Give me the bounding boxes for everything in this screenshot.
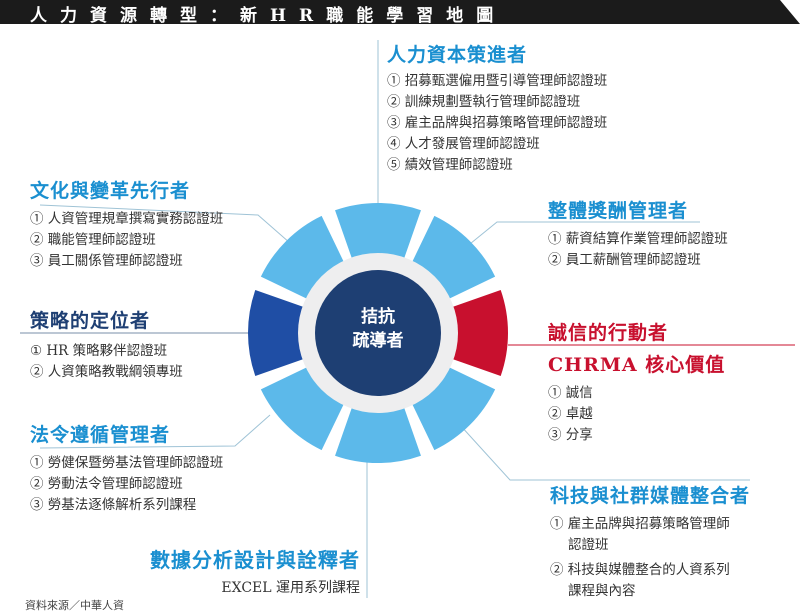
course-item: ④ 人才發展管理師認證班 (387, 136, 540, 152)
role-title: 法令遵循管理者 (30, 424, 171, 446)
role-subtitle: CHRMA 核心價值 (548, 354, 726, 376)
course-item: ① 薪資結算作業管理師認證班 (548, 231, 728, 247)
course-item: ⑤ 績效管理師認證班 (387, 157, 513, 173)
course-item: EXCEL 運用系列課程 (221, 580, 360, 596)
center-line1: 拮抗 (361, 307, 395, 327)
course-item: ① 招募甄選僱用暨引導管理師認證班 (387, 73, 608, 89)
course-item: ② 員工薪酬管理師認證班 (548, 252, 701, 268)
line-compliance (39, 414, 271, 449)
course-item: ② 職能管理師認證班 (30, 232, 156, 248)
course-item: ③ 雇主品牌與招募策略管理師認證班 (387, 115, 608, 131)
role-title: 數據分析設計與詮釋者 (150, 548, 360, 572)
value-item: ③ 分享 (548, 427, 593, 443)
role-title: 誠信的行動者 (548, 322, 669, 344)
course-item: ③ 員工關係管理師認證班 (30, 253, 183, 269)
ring-segment-rewards (411, 215, 496, 300)
role-title: 人力資本策進者 (387, 44, 528, 66)
role-integrity: 誠信的行動者 CHRMA 核心價值 ① 誠信 ② 卓越 ③ 分享 (548, 318, 725, 446)
line-tech (459, 424, 750, 481)
course-item: ② 訓練規劃暨執行管理師認證班 (387, 94, 581, 110)
line-culture (39, 204, 291, 244)
course-item: ② 科技與媒體整合的人資系列 (550, 562, 730, 578)
line-rewards (464, 221, 700, 249)
course-item: 認證班 (568, 537, 609, 553)
ring-segment-integrity (451, 290, 508, 376)
center-label: 拮抗 疏導者 (338, 305, 418, 353)
role-title: 策略的定位者 (30, 310, 151, 332)
course-item: ① HR 策略夥伴認證班 (30, 343, 168, 359)
role-title: 科技與社群媒體整合者 (550, 485, 751, 507)
value-item: ① 誠信 (548, 385, 593, 401)
role-data: 數據分析設計與詮釋者 EXCEL 運用系列課程 (150, 544, 360, 599)
role-culture: 文化與變革先行者 ① 人資管理規章撰寫實務認證班 ② 職能管理師認證班 ③ 員工… (30, 176, 223, 272)
value-item: ② 卓越 (548, 406, 593, 422)
ring-segment-tech (411, 366, 496, 451)
role-title: 整體獎酬管理者 (548, 200, 689, 222)
source-note: 資料來源／中華人資 (25, 599, 124, 612)
role-title: 文化與變革先行者 (30, 180, 191, 202)
title-banner (0, 0, 800, 24)
ring-segment-capital (335, 203, 421, 260)
course-item: ③ 勞基法逐條解析系列課程 (30, 497, 197, 513)
role-compliance: 法令遵循管理者 ① 勞健保暨勞基法管理師認證班 ② 勞動法令管理師認證班 ③ 勞… (30, 420, 223, 516)
role-strategy: 策略的定位者 ① HR 策略夥伴認證班 ② 人資策略教戰綱領專班 (30, 306, 183, 383)
ring-segment-strategy (248, 290, 305, 376)
ring-segment-compliance (260, 366, 345, 451)
role-capital: 人力資本策進者 ① 招募甄選僱用暨引導管理師認證班 ② 訓練規劃暨執行管理師認證… (387, 40, 607, 176)
center-line2: 疏導者 (352, 331, 404, 351)
course-item: ① 人資管理規章撰寫實務認證班 (30, 211, 224, 227)
course-item: 課程與內容 (568, 583, 636, 599)
role-rewards: 整體獎酬管理者 ① 薪資結算作業管理師認證班 ② 員工薪酬管理師認證班 (548, 196, 728, 271)
course-item: ② 勞動法令管理師認證班 (30, 476, 183, 492)
center-circle (315, 270, 441, 396)
ring-segment-culture (260, 215, 345, 300)
role-tech: 科技與社群媒體整合者 ① 雇主品牌與招募策略管理師 認證班 ② 科技與媒體整合的… (550, 481, 750, 602)
course-item: ② 人資策略教戰綱領專班 (30, 364, 183, 380)
ring-segment-data (335, 406, 421, 463)
course-item: ① 勞健保暨勞基法管理師認證班 (30, 455, 224, 471)
course-item: ① 雇主品牌與招募策略管理師 (550, 516, 730, 532)
role-ring (248, 203, 508, 463)
banner-title: 人力資源轉型：新HR職能學習地圖 (30, 6, 507, 26)
